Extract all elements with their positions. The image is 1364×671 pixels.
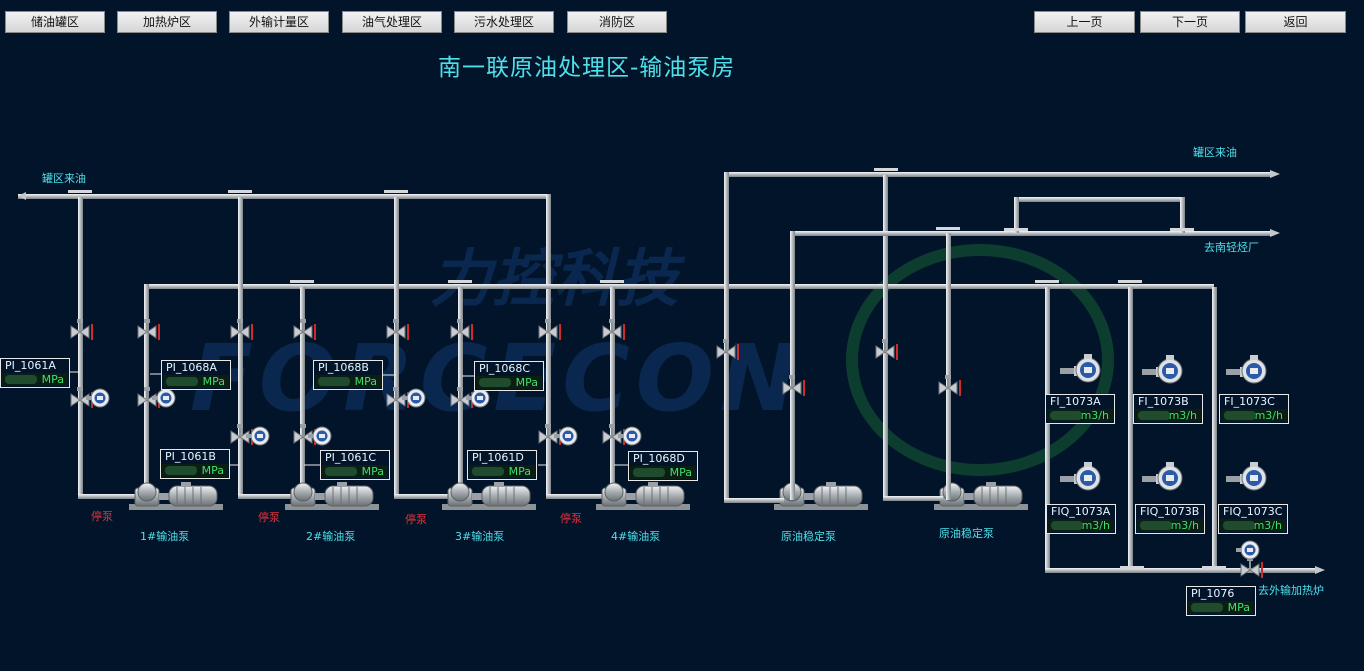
tag-name: FI_1073B bbox=[1138, 395, 1189, 408]
prev-page-button[interactable]: 上一页 bbox=[1034, 11, 1135, 33]
pump-2-label: 2#输油泵 bbox=[306, 529, 355, 543]
tag-name: PI_1061A bbox=[5, 359, 56, 372]
tag-name: PI_1068B bbox=[318, 361, 369, 374]
tag-unit: m3/h bbox=[1168, 409, 1197, 422]
pump-1-status: 停泵 bbox=[91, 509, 113, 523]
nav-button-heater-area[interactable]: 加热炉区 bbox=[117, 11, 217, 33]
tag-name: FI_1073C bbox=[1224, 395, 1275, 408]
tag-name: PI_1068D bbox=[633, 452, 685, 465]
pump-1-label: 1#输油泵 bbox=[140, 529, 189, 543]
to-heater-label: 去外输加热炉 bbox=[1258, 583, 1324, 597]
tag-unit: m3/h bbox=[1080, 409, 1109, 422]
stabilizer-pump-2-label: 原油稳定泵 bbox=[939, 526, 994, 540]
tag-unit: m3/h bbox=[1254, 409, 1283, 422]
page-title: 南一联原油处理区-输油泵房 bbox=[438, 55, 736, 81]
next-page-button[interactable]: 下一页 bbox=[1140, 11, 1240, 33]
tag-name: PI_1061C bbox=[325, 451, 377, 464]
tag-name: FI_1073A bbox=[1050, 395, 1101, 408]
svg-text:力控科技: 力控科技 bbox=[430, 242, 686, 315]
tank-incoming-label-left: 罐区来油 bbox=[42, 171, 86, 185]
tag-name: PI_1068C bbox=[479, 362, 531, 375]
tag-unit: MPa bbox=[361, 465, 384, 478]
nav-button-fire-area[interactable]: 消防区 bbox=[567, 11, 667, 33]
tag-name: PI_1076 bbox=[1191, 587, 1235, 600]
tag-unit: MPa bbox=[669, 466, 692, 479]
tag-name: PI_1068A bbox=[166, 361, 217, 374]
tag-unit: m3/h bbox=[1253, 519, 1282, 532]
tag-unit: MPa bbox=[41, 373, 64, 386]
tag-name: PI_1061B bbox=[165, 450, 216, 463]
nav-button-tank-area[interactable]: 储油罐区 bbox=[5, 11, 105, 33]
tag-unit: MPa bbox=[202, 375, 225, 388]
tag-name: PI_1061D bbox=[472, 451, 524, 464]
pump-4-status: 停泵 bbox=[560, 511, 582, 525]
pump-3-label: 3#输油泵 bbox=[455, 529, 504, 543]
nav-button-wastewater-area[interactable]: 污水处理区 bbox=[454, 11, 554, 33]
tag-unit: MPa bbox=[1227, 601, 1250, 614]
tag-unit: m3/h bbox=[1081, 519, 1110, 532]
tag-name: FIQ_1073A bbox=[1051, 505, 1111, 518]
pump-4-label: 4#输油泵 bbox=[611, 529, 660, 543]
pump-3-status: 停泵 bbox=[405, 512, 427, 526]
to-nanqing-label: 去南轻烃厂 bbox=[1204, 240, 1259, 254]
tag-unit: MPa bbox=[515, 376, 538, 389]
nav-button-metering-area[interactable]: 外输计量区 bbox=[229, 11, 329, 33]
tag-name: FIQ_1073C bbox=[1223, 505, 1283, 518]
back-button[interactable]: 返回 bbox=[1245, 11, 1346, 33]
tag-unit: MPa bbox=[508, 465, 531, 478]
tag-unit: MPa bbox=[201, 464, 224, 477]
tag-name: FIQ_1073B bbox=[1140, 505, 1200, 518]
stabilizer-pump-1-label: 原油稳定泵 bbox=[781, 529, 836, 543]
tank-incoming-label-right: 罐区来油 bbox=[1193, 145, 1237, 159]
pump-2-status: 停泵 bbox=[258, 510, 280, 524]
tag-unit: MPa bbox=[354, 375, 377, 388]
tag-unit: m3/h bbox=[1170, 519, 1199, 532]
nav-button-oilgas-area[interactable]: 油气处理区 bbox=[342, 11, 442, 33]
